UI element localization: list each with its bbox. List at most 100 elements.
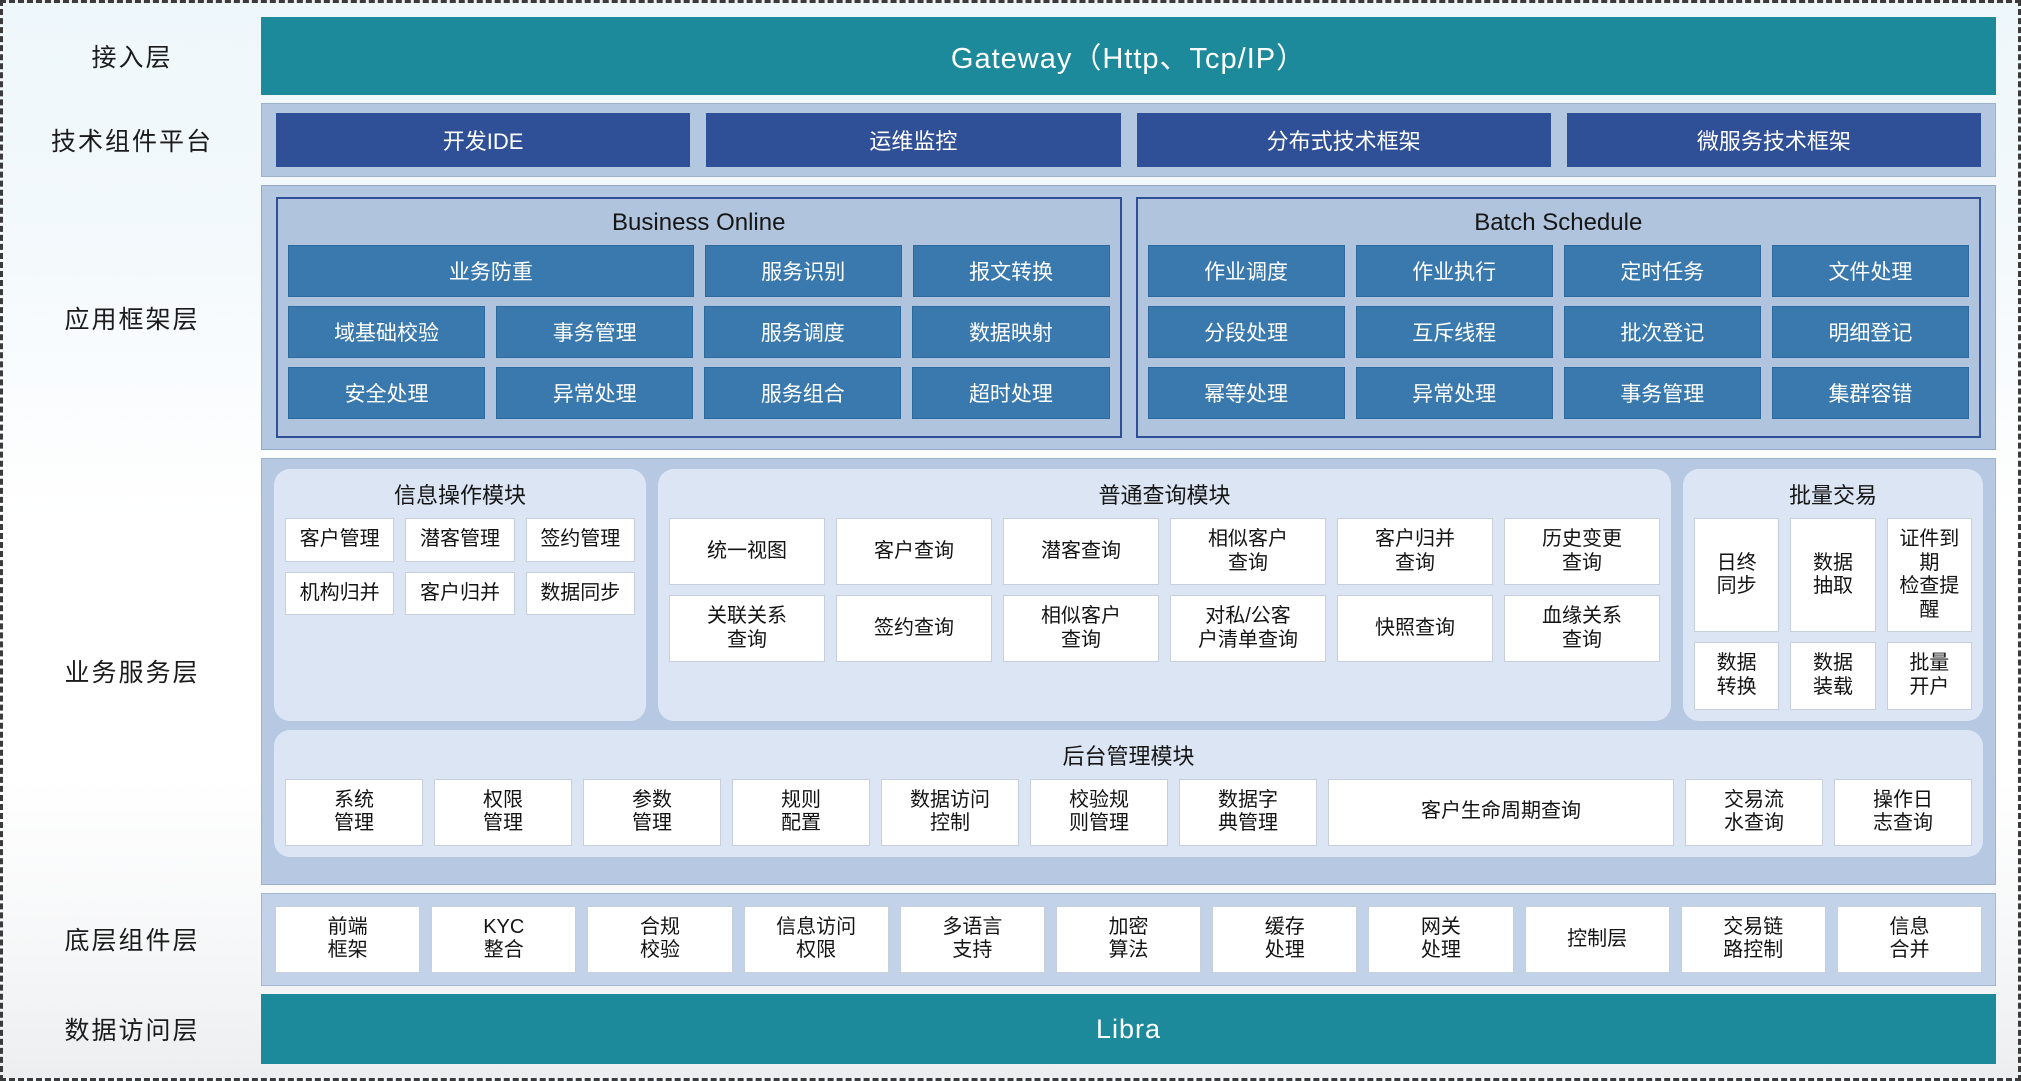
biz-item-data-transform[interactable]: 数据 转换 [1694, 642, 1780, 710]
bottom-components-band: 前端 框架 KYC 整合 合规 校验 信息访问 权限 多语言 支持 加密 算法 … [261, 892, 1996, 986]
app-chip-segment-process[interactable]: 分段处理 [1147, 306, 1345, 358]
layer-body-business-service: 信息操作模块 客户管理 潜客管理 签约管理 机构归并 客户归并 [261, 458, 1996, 885]
biz-item-customer-merge[interactable]: 客户归并 [405, 571, 515, 616]
app-chip-job-schedule[interactable]: 作业调度 [1147, 245, 1345, 297]
biz-item-customer-merge-query[interactable]: 客户归并 查询 [1337, 518, 1493, 586]
app-chip-timed-task[interactable]: 定时任务 [1563, 245, 1761, 297]
layer-stack: 接入层 Gateway（Http、Tcp/IP） 技术组件平台 开发IDE 运维… [3, 3, 2018, 1078]
admin-item-validation-rule-mgmt[interactable]: 校验规 则管理 [1030, 778, 1168, 846]
app-chip-job-execute[interactable]: 作业执行 [1355, 245, 1553, 297]
biz-item-id-expiry-reminder[interactable]: 证件到期 检查提醒 [1886, 518, 1972, 633]
biz-item-data-extract[interactable]: 数据 抽取 [1790, 518, 1876, 633]
app-chip-exception[interactable]: 异常处理 [496, 367, 694, 419]
layer-label-data-access: 数据访问层 [64, 1017, 200, 1045]
component-kyc-integration[interactable]: KYC 整合 [431, 905, 577, 973]
component-control-layer[interactable]: 控制层 [1524, 905, 1670, 973]
layer-data-access: 数据访问层 Libra [3, 994, 1996, 1064]
component-multilingual-support[interactable]: 多语言 支持 [899, 905, 1045, 973]
tech-chip-ide[interactable]: 开发IDE [276, 113, 691, 167]
app-chip-security[interactable]: 安全处理 [288, 367, 486, 419]
app-chip-exception-batch[interactable]: 异常处理 [1355, 367, 1553, 419]
business-row: 数据 转换 数据 装载 批量 开户 [1694, 642, 1972, 710]
app-chip-timeout[interactable]: 超时处理 [912, 367, 1110, 419]
biz-item-private-public-list-query[interactable]: 对私/公客 户清单查询 [1170, 595, 1326, 663]
app-chip-domain-validate[interactable]: 域基础校验 [288, 306, 486, 358]
biz-item-data-sync[interactable]: 数据同步 [525, 571, 635, 616]
admin-item-system-mgmt[interactable]: 系统 管理 [285, 778, 423, 846]
app-chip-service-identify[interactable]: 服务识别 [704, 245, 902, 297]
admin-module-row: 系统 管理 权限 管理 参数 管理 规则 配置 数据访问 控制 校验规 则管理 … [285, 778, 1972, 846]
component-info-merge[interactable]: 信息 合并 [1836, 905, 1983, 973]
gateway-bar[interactable]: Gateway（Http、Tcp/IP） [261, 17, 1996, 95]
libra-bar[interactable]: Libra [261, 994, 1996, 1064]
app-chip-mutex-thread[interactable]: 互斥线程 [1355, 306, 1553, 358]
tech-chip-distributed[interactable]: 分布式技术框架 [1136, 113, 1551, 167]
app-grid-row: 业务防重 服务识别 报文转换 [288, 245, 1110, 297]
app-chip-message-convert[interactable]: 报文转换 [912, 245, 1110, 297]
biz-item-contract-mgmt[interactable]: 签约管理 [525, 518, 635, 562]
app-chip-file-process[interactable]: 文件处理 [1771, 245, 1969, 297]
app-chip-idempotent[interactable]: 幂等处理 [1147, 367, 1345, 419]
component-gateway-processing[interactable]: 网关 处理 [1368, 905, 1514, 973]
business-group-admin-module: 后台管理模块 系统 管理 权限 管理 参数 管理 规则 配置 数据访问 控制 校… [274, 729, 1983, 857]
component-encryption-algorithm[interactable]: 加密 算法 [1055, 905, 1202, 973]
biz-item-batch-account-open[interactable]: 批量 开户 [1886, 642, 1972, 710]
admin-item-parameter-mgmt[interactable]: 参数 管理 [583, 778, 721, 846]
biz-item-customer-mgmt[interactable]: 客户管理 [285, 518, 395, 562]
admin-item-data-dictionary-mgmt[interactable]: 数据字 典管理 [1179, 778, 1317, 846]
biz-item-snapshot-query[interactable]: 快照查询 [1337, 595, 1493, 663]
biz-item-relation-query[interactable]: 关联关系 查询 [669, 595, 825, 663]
biz-item-prospect-mgmt[interactable]: 潜客管理 [405, 518, 515, 562]
biz-item-unified-view[interactable]: 统一视图 [669, 518, 825, 586]
business-group-rows: 客户管理 潜客管理 签约管理 机构归并 客户归并 数据同步 [285, 518, 635, 616]
tech-chip-microservice[interactable]: 微服务技术框架 [1566, 113, 1981, 167]
biz-item-lineage-query[interactable]: 血缘关系 查询 [1504, 595, 1660, 663]
app-column-business-online: Business Online 业务防重 服务识别 报文转换 域基础校验 事务管… [276, 197, 1122, 438]
admin-item-rule-config[interactable]: 规则 配置 [732, 778, 870, 846]
business-group-info-operation: 信息操作模块 客户管理 潜客管理 签约管理 机构归并 客户归并 [274, 469, 646, 721]
app-chip-service-compose[interactable]: 服务组合 [704, 367, 902, 419]
layer-body-app-framework: Business Online 业务防重 服务识别 报文转换 域基础校验 事务管… [261, 185, 1996, 450]
app-chip-batch-register[interactable]: 批次登记 [1563, 306, 1761, 358]
app-chip-transaction-batch[interactable]: 事务管理 [1563, 367, 1761, 419]
business-row: 机构归并 客户归并 数据同步 [285, 571, 635, 616]
admin-item-permission-mgmt[interactable]: 权限 管理 [434, 778, 572, 846]
business-service-top-groups: 信息操作模块 客户管理 潜客管理 签约管理 机构归并 客户归并 [274, 469, 1983, 721]
admin-item-customer-lifecycle-query[interactable]: 客户生命周期查询 [1328, 778, 1674, 846]
layer-business-service: 业务服务层 信息操作模块 客户管理 潜客管理 签约管理 [3, 458, 1996, 885]
biz-item-customer-query[interactable]: 客户查询 [836, 518, 992, 586]
app-chip-data-mapping[interactable]: 数据映射 [912, 306, 1110, 358]
biz-item-contract-query[interactable]: 签约查询 [836, 595, 992, 663]
component-compliance-check[interactable]: 合规 校验 [587, 905, 733, 973]
app-chip-detail-register[interactable]: 明细登记 [1771, 306, 1969, 358]
app-grid-row: 分段处理 互斥线程 批次登记 明细登记 [1147, 306, 1969, 358]
component-transaction-chain-control[interactable]: 交易链 路控制 [1680, 905, 1826, 973]
app-grid-row: 幂等处理 异常处理 事务管理 集群容错 [1147, 367, 1969, 419]
app-column-title-batch-schedule: Batch Schedule [1474, 209, 1643, 236]
business-group-rows: 日终 同步 数据 抽取 证件到期 检查提醒 数据 转换 数据 装载 批量 开户 [1694, 518, 1972, 710]
biz-item-eod-sync[interactable]: 日终 同步 [1694, 518, 1780, 633]
biz-item-similar-customer-query-2[interactable]: 相似客户 查询 [1003, 595, 1159, 663]
app-framework-band: Business Online 业务防重 服务识别 报文转换 域基础校验 事务管… [261, 185, 1996, 450]
tech-platform-band: 开发IDE 运维监控 分布式技术框架 微服务技术框架 [261, 103, 1996, 177]
business-group-common-query: 普通查询模块 统一视图 客户查询 潜客查询 相似客户 查询 客户归并 查询 历史… [658, 469, 1671, 721]
biz-item-history-change-query[interactable]: 历史变更 查询 [1504, 518, 1660, 586]
tech-chip-ops[interactable]: 运维监控 [706, 113, 1121, 167]
app-chip-service-dispatch[interactable]: 服务调度 [704, 306, 902, 358]
admin-item-transaction-flow-query[interactable]: 交易流 水查询 [1685, 778, 1823, 846]
app-chip-cluster-fault-tolerance[interactable]: 集群容错 [1771, 367, 1969, 419]
component-frontend-framework[interactable]: 前端 框架 [275, 905, 421, 973]
app-chip-transaction-mgmt[interactable]: 事务管理 [496, 306, 694, 358]
biz-item-org-merge[interactable]: 机构归并 [285, 571, 395, 616]
component-info-access-permission[interactable]: 信息访问 权限 [743, 905, 889, 973]
biz-item-prospect-query[interactable]: 潜客查询 [1003, 518, 1159, 586]
admin-item-operation-log-query[interactable]: 操作日 志查询 [1834, 778, 1972, 846]
app-chip-business-dedup[interactable]: 业务防重 [288, 245, 694, 297]
admin-item-data-access-control[interactable]: 数据访问 控制 [881, 778, 1019, 846]
business-group-title-batch-transaction: 批量交易 [1788, 483, 1877, 508]
biz-item-data-load[interactable]: 数据 装载 [1790, 642, 1876, 710]
business-group-title-common-query: 普通查询模块 [1098, 483, 1231, 508]
component-cache-processing[interactable]: 缓存 处理 [1212, 905, 1358, 973]
biz-item-similar-customer-query[interactable]: 相似客户 查询 [1170, 518, 1326, 586]
